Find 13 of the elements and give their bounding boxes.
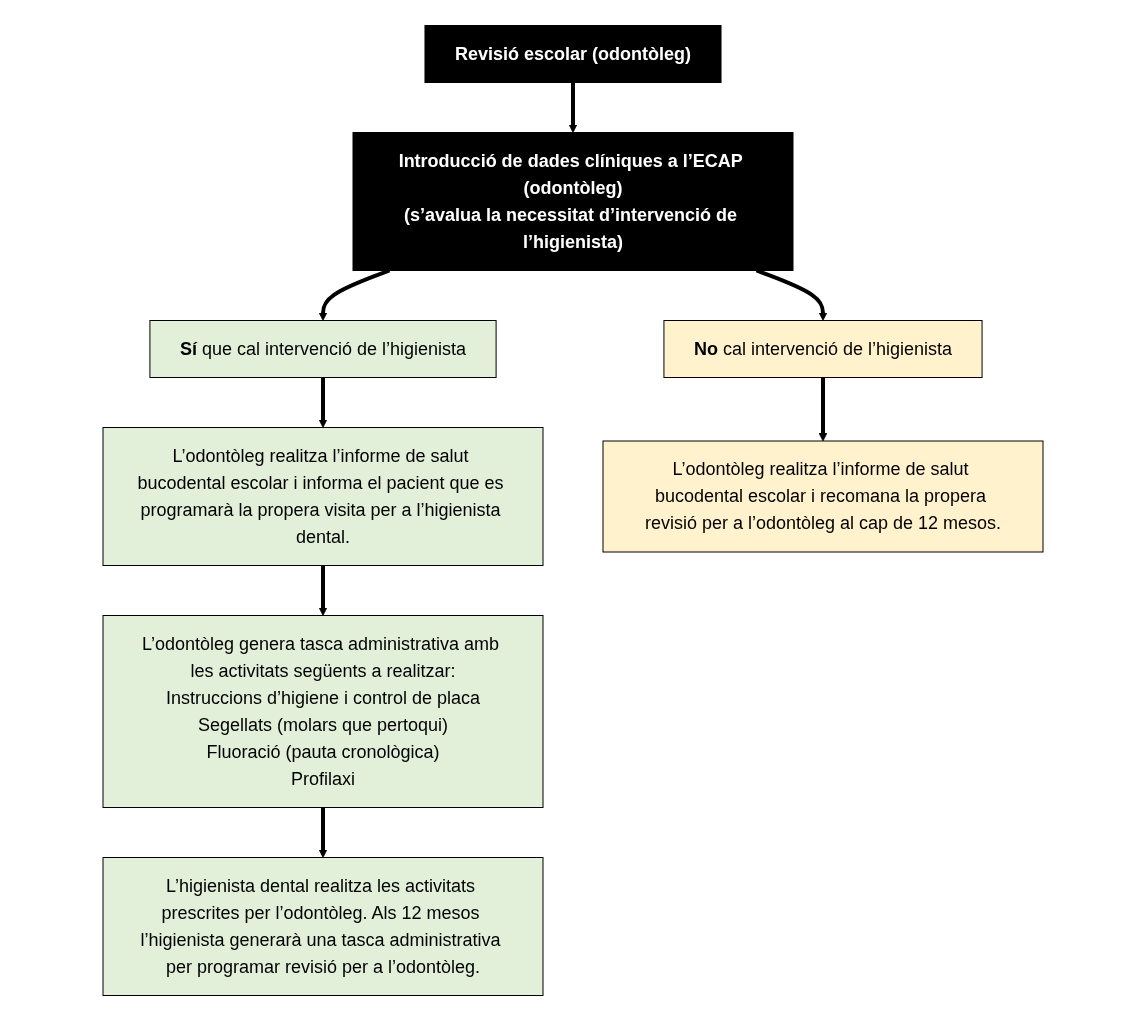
node-box: Introducció de dades clíniques a l’ECAP (odontòleg) (s’avalua la necessitat d’intervenció de l’higienista)	[352, 132, 794, 271]
node-box: No cal intervenció de l’higienista	[663, 320, 983, 378]
arrow	[318, 807, 328, 858]
node-box: L’odontòleg realitza l’informe de salut bucodental escolar i recomana la propera revisió per a l’odontòleg al cap de 12 mesos.	[602, 440, 1044, 553]
arrow	[568, 82, 578, 133]
node-box: Revisió escolar (odontòleg)	[424, 25, 722, 83]
node-box: Sí que cal intervenció de l’higienista	[149, 320, 497, 378]
node-box: L’higienista dental realitza les activitats prescrites per l’odontòleg. Als 12 mesos l’higienista generarà una tasca administrativa per programar revisió per a l’odontòleg.	[102, 857, 544, 996]
node-box: L’odontòleg genera tasca administrativa amb les activitats següents a realitzar: Instruccions d’higiene i control de placa Segellats (molars que pertoqui) Fluoració (pauta cronològica) Profilaxi	[102, 615, 544, 808]
arrow	[318, 565, 328, 616]
arrow	[318, 377, 328, 428]
arrow	[818, 377, 828, 442]
node-box: L’odontòleg realitza l’informe de salut bucodental escolar i informa el pacient que es programarà la propera visita per a l’higienista dental.	[102, 427, 544, 566]
